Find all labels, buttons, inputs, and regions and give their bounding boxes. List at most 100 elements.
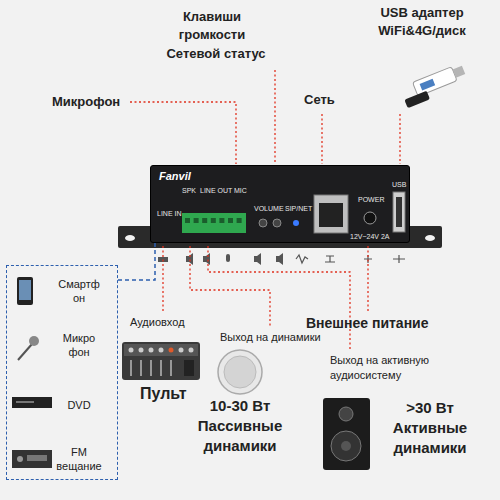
label-holder: SIP/NET <box>285 205 312 213</box>
callout-label: Выход на динамики <box>220 331 321 344</box>
mixer-fader <box>130 360 132 376</box>
leader-line <box>130 102 236 164</box>
mixer-knob <box>139 348 144 353</box>
label-holder: Клавиши громкости <box>164 8 260 44</box>
mixer-fader <box>140 360 142 376</box>
rj45-port <box>314 195 348 233</box>
mixer-knob <box>129 348 134 353</box>
source-name: FM вещание <box>51 446 107 474</box>
text-holder: FM вещание <box>51 446 107 474</box>
callout-label: Внешнее питание <box>306 315 429 332</box>
label-holder: POWER <box>358 196 384 204</box>
terminal-screw <box>194 218 199 223</box>
callout-label: Клавиши громкости <box>164 8 260 44</box>
device-caption: >30 Вт Активные динамики <box>375 398 485 458</box>
flange-hole <box>125 235 135 241</box>
speaker-icon <box>186 253 193 265</box>
volume-icon <box>276 253 283 265</box>
mixer-knob <box>149 348 154 353</box>
leader-line <box>321 114 322 164</box>
dongle-label <box>420 79 436 91</box>
source-name: DVD <box>51 399 107 413</box>
label-holder: Пульт <box>140 384 187 403</box>
mixer-knob <box>169 348 174 353</box>
ports-group <box>182 192 405 233</box>
usb-dongle-small <box>404 91 430 108</box>
network-icon <box>325 256 335 262</box>
passive-speaker-picture <box>218 350 262 394</box>
label-holder: 12V~24V 2A <box>350 233 390 241</box>
volume-button <box>273 219 281 227</box>
text-holder: DVD <box>51 399 107 413</box>
signal-connector <box>118 243 155 280</box>
usb-port <box>393 192 405 232</box>
terminal-screw <box>185 218 190 223</box>
callout-label: Сетевой статус <box>151 45 281 63</box>
terminal-screw <box>237 218 242 223</box>
leader-line <box>274 70 275 164</box>
radio-display <box>27 455 47 461</box>
woofer-cap <box>341 441 351 451</box>
status-icon <box>296 255 308 263</box>
source-name: Микро фон <box>51 332 107 360</box>
terminal-screw <box>211 218 216 223</box>
radio-knob <box>17 456 23 462</box>
mic-head <box>29 336 39 346</box>
mixer-meter <box>184 360 194 376</box>
terminal-screw <box>219 218 224 223</box>
terminal-block <box>182 213 246 233</box>
active-speaker-picture <box>323 398 370 470</box>
port-label: USB <box>392 181 406 189</box>
terminal-screw <box>202 218 207 223</box>
callout-label: Сеть <box>304 92 335 108</box>
power-jack <box>364 212 376 224</box>
label-holder: 10-30 Вт Пассивные динамики <box>188 396 292 456</box>
usb-socket <box>396 197 402 227</box>
leader-line <box>190 246 270 327</box>
text-holder: Микро фон <box>51 332 107 360</box>
label-holder: MIC <box>234 187 247 195</box>
device-caption: Пульт <box>140 384 187 403</box>
rj45-socket <box>319 203 343 227</box>
usb-plug <box>453 66 466 78</box>
label-holder: Аудиовход <box>130 316 185 329</box>
callout-label: USB адаптер WiFi&4G/диск <box>366 4 478 40</box>
text-holder: Смартф он <box>51 278 107 306</box>
dvd-tray <box>16 401 34 403</box>
port-label: MIC <box>234 187 247 195</box>
source-name: Смартф он <box>51 278 107 306</box>
mixer-knob <box>179 348 184 353</box>
port-label: 12V~24V 2A <box>350 233 390 241</box>
label-holder: >30 Вт Активные динамики <box>375 398 485 458</box>
label-holder: Микрофон <box>52 94 120 110</box>
leader-line <box>162 246 163 311</box>
port-label: SPK <box>182 187 196 195</box>
phone-screen <box>19 280 31 300</box>
port-label: SIP/NET <box>285 205 312 213</box>
label-holder: LINE IN <box>157 210 182 218</box>
flange-hole <box>425 235 435 241</box>
device-box: Fanvil <box>150 165 410 243</box>
label-holder: Выход на динамики <box>220 331 321 344</box>
label-holder: Внешнее питание <box>306 315 429 332</box>
label-holder: USB адаптер WiFi&4G/диск <box>366 4 478 40</box>
volume-icon <box>254 253 261 265</box>
active-speaker-body <box>323 398 370 470</box>
status-led <box>293 220 299 226</box>
speaker-grille <box>224 356 256 388</box>
mixer-knob <box>189 348 194 353</box>
label-holder: USB <box>392 181 406 189</box>
mixer-panel <box>124 344 198 356</box>
leader-line <box>208 246 350 349</box>
callout-label: Аудиовход <box>130 316 185 329</box>
volume-button <box>259 219 267 227</box>
leader-line <box>367 246 368 311</box>
terminal-screw <box>228 218 233 223</box>
port-label: LINE IN <box>157 210 182 218</box>
port-label: LINE OUT <box>200 187 232 195</box>
label-holder: LINE OUT <box>200 187 232 195</box>
dvd-player-icon <box>12 397 52 408</box>
speaker-icon <box>203 253 210 265</box>
label-holder: VOLUME <box>254 205 284 213</box>
